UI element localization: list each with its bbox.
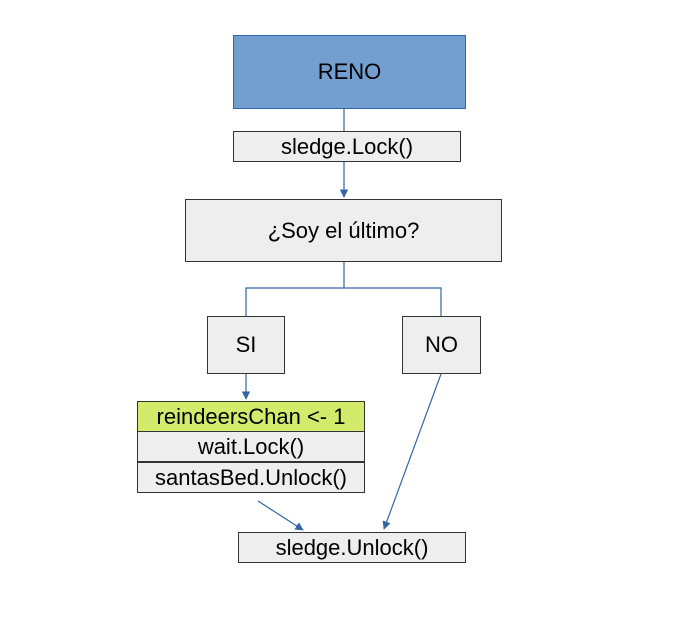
sledge-unlock-label: sledge.Unlock() <box>275 534 429 560</box>
yes-branch-label: SI <box>235 332 257 357</box>
reindeers-chan-label: reindeersChan <- 1 <box>156 403 346 429</box>
connector-question-to-no <box>344 287 442 316</box>
sledge-lock-label: sledge.Lock() <box>280 133 414 159</box>
no-branch-label: NO <box>425 332 458 357</box>
arrow-bed-to-unlock <box>257 500 304 531</box>
no-branch-node: NO <box>402 316 481 374</box>
sledge-lock-node: sledge.Lock() <box>233 131 461 162</box>
wait-lock-node: wait.Lock() <box>137 431 365 462</box>
yes-branch-node: SI <box>207 316 285 374</box>
question-label: ¿Soy el último? <box>267 217 420 243</box>
wait-lock-label: wait.Lock() <box>197 433 305 459</box>
reindeers-chan-node: reindeersChan <- 1 <box>137 401 365 432</box>
arrow-no-to-unlock <box>382 373 442 530</box>
reno-header-node: RENO <box>233 35 466 109</box>
santas-bed-unlock-label: santasBed.Unlock() <box>155 464 347 490</box>
santas-bed-unlock-node: santasBed.Unlock() <box>137 462 365 493</box>
reno-header-label: RENO <box>317 59 382 84</box>
connector-question-branches <box>245 262 345 316</box>
last-reindeer-question-node: ¿Soy el último? <box>185 199 502 262</box>
sledge-unlock-node: sledge.Unlock() <box>238 532 466 563</box>
